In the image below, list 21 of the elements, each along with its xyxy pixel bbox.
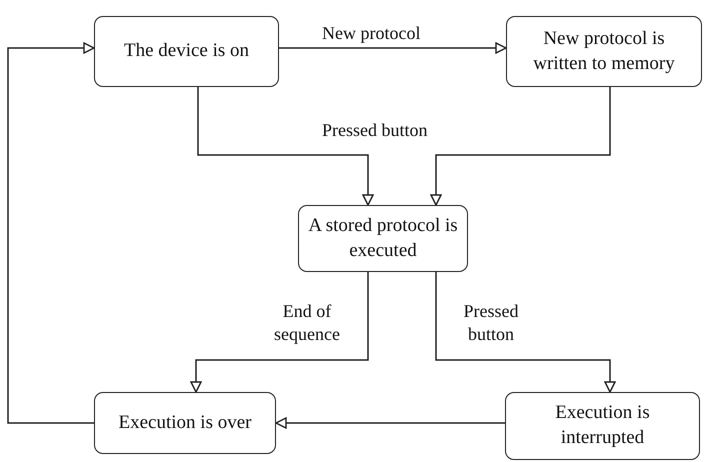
process-box — [506, 16, 702, 87]
node-text: A stored protocol is executed — [307, 214, 459, 262]
arrow — [279, 42, 507, 54]
process-box — [505, 392, 700, 460]
arrow — [197, 87, 374, 206]
arrow — [430, 87, 611, 206]
arrow — [275, 417, 505, 429]
node-text: Execution is interrupted — [554, 401, 651, 450]
edge-label: New protocol — [322, 22, 420, 45]
node-text: New protocol is written to memory — [532, 26, 676, 76]
arrow — [7, 42, 95, 424]
process-box — [94, 392, 276, 454]
edge-label: Pressed button — [462, 300, 520, 346]
arrow — [435, 272, 616, 393]
node-text: The device is on — [124, 39, 250, 64]
process-box — [298, 205, 468, 272]
edge-label: End of sequence — [273, 300, 341, 346]
node-text: Execution is over — [118, 410, 252, 435]
arrow — [190, 272, 369, 393]
edge-label: Pressed button — [322, 119, 428, 142]
process-box — [94, 16, 279, 87]
